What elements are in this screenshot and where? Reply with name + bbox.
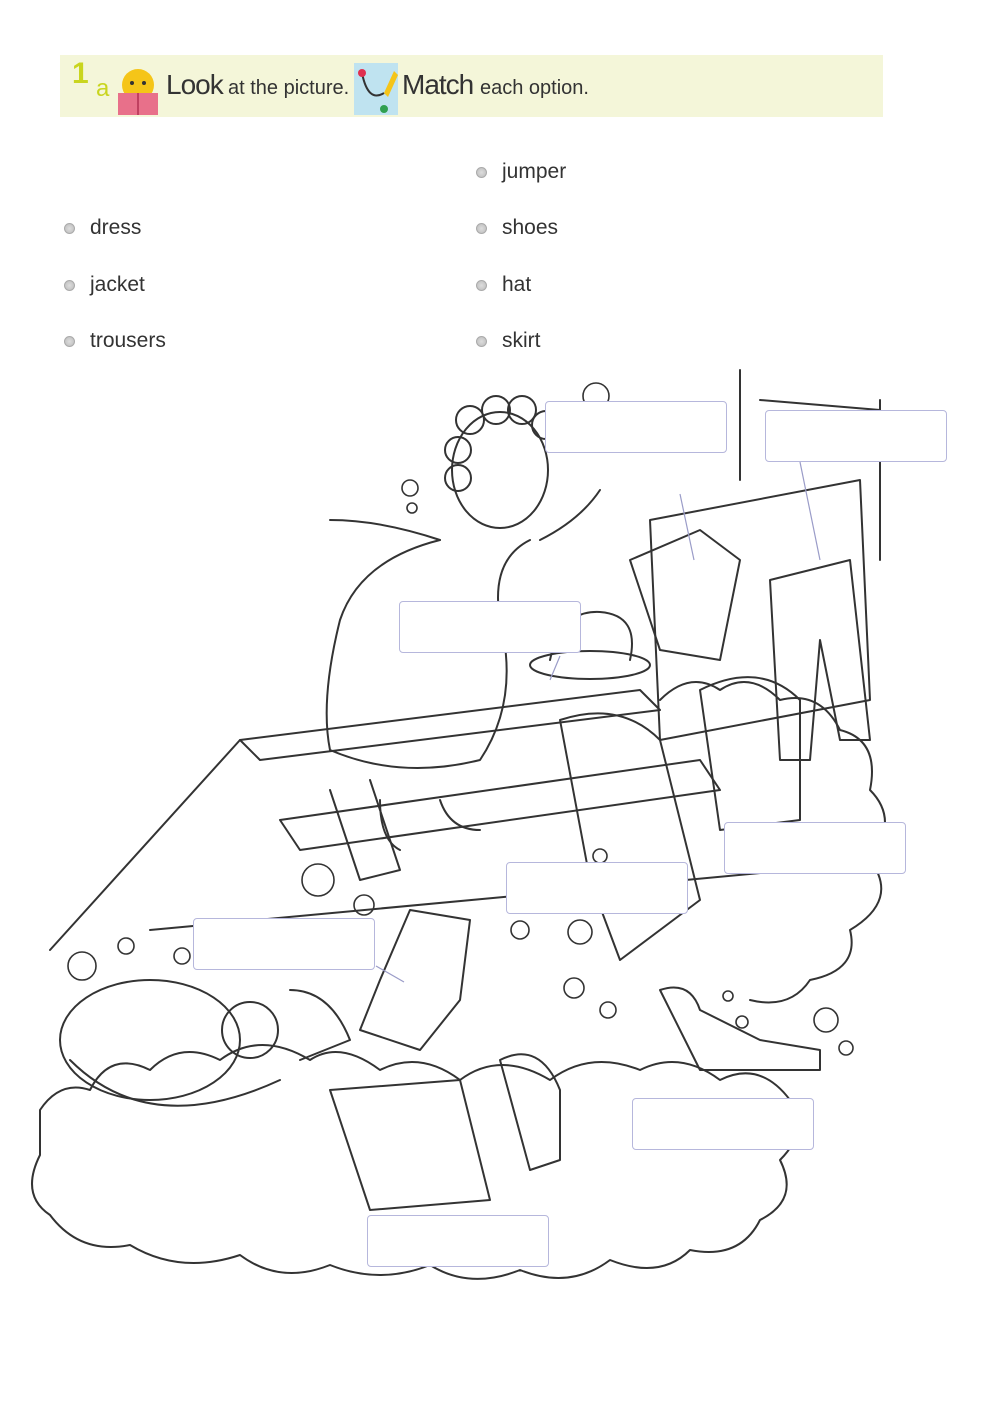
option-label: dress [90,216,142,239]
option-bullet [476,279,487,291]
answer-box-7[interactable] [632,1098,814,1150]
match-pen-icon [354,63,398,115]
option-label: hat [502,273,532,296]
reading-book-icon [118,69,158,115]
answer-box-4[interactable] [724,822,906,874]
instruction-banner: 1 a Look at the picture. Match each opti… [60,55,883,117]
option-bullet [64,335,75,347]
option-label: skirt [502,329,541,352]
option-bullet [64,222,75,234]
option-trousers[interactable]: trousers [64,329,166,353]
instruction-look-rest: at the picture. [228,77,350,99]
option-bullet [476,166,487,178]
option-dress[interactable]: dress [64,216,141,240]
answer-box-3[interactable] [399,601,581,653]
answer-box-6[interactable] [193,918,375,970]
instruction-look: Look [166,69,224,100]
option-label: jumper [502,160,567,183]
option-bullet [64,279,75,291]
option-shoes[interactable]: shoes [476,216,558,240]
answer-box-5[interactable] [506,862,688,914]
option-hat[interactable]: hat [476,273,531,297]
option-jumper[interactable]: jumper [476,160,566,184]
option-label: jacket [90,273,145,296]
answer-box-8[interactable] [367,1215,549,1267]
instruction-match-rest: each option. [480,77,589,99]
instruction-match: Match [402,69,474,100]
exercise-letter: a [96,75,110,102]
exercise-number: 1 [72,57,89,90]
option-bullet [476,335,487,347]
option-jacket[interactable]: jacket [64,273,145,297]
option-skirt[interactable]: skirt [476,329,541,353]
answer-box-2[interactable] [765,410,947,462]
answer-box-1[interactable] [545,401,727,453]
option-label: trousers [90,329,166,352]
option-bullet [476,222,487,234]
option-label: shoes [502,216,559,239]
